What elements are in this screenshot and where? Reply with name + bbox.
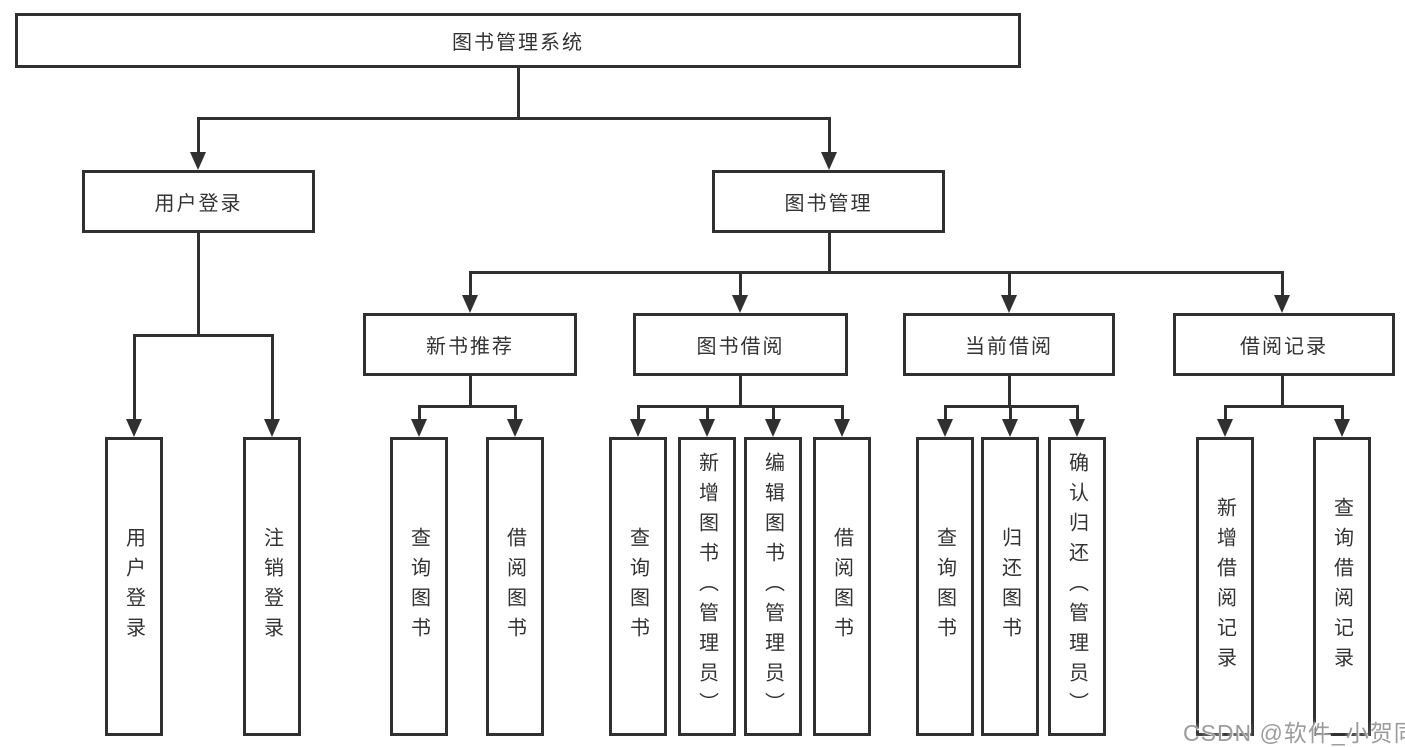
connector-arrowhead — [1069, 419, 1085, 437]
connector-line — [1008, 271, 1011, 297]
node-user-login: 用户登录 — [82, 170, 315, 233]
connector-arrowhead — [126, 419, 142, 437]
node-current-borrow: 当前借阅 — [903, 313, 1115, 376]
connector-line — [271, 334, 274, 420]
connector-arrowhead — [937, 419, 953, 437]
connector-line — [706, 405, 709, 421]
leaf-user-login: 用户登录 — [105, 437, 163, 736]
connector-line — [517, 68, 520, 118]
leaf-query-books-current: 查询图书 — [916, 437, 974, 736]
leaf-edit-book-admin: 编辑图书（管理员） — [744, 437, 802, 736]
connector-arrowhead — [1001, 295, 1017, 313]
leaf-return-book: 归还图书 — [981, 437, 1039, 736]
connector-line — [841, 405, 844, 421]
node-new-book-recommend: 新书推荐 — [363, 313, 577, 376]
connector-arrowhead — [1217, 419, 1233, 437]
connector-line — [197, 117, 831, 120]
connector-line — [469, 271, 1283, 274]
connector-line — [1224, 405, 1227, 421]
connector-line — [133, 334, 274, 337]
connector-line — [469, 376, 472, 407]
leaf-borrow-books: 借阅图书 — [813, 437, 871, 736]
leaf-confirm-return-admin: 确认归还（管理员） — [1048, 437, 1106, 736]
connector-arrowhead — [765, 419, 781, 437]
connector-line — [1281, 271, 1284, 297]
connector-arrowhead — [1274, 295, 1290, 313]
node-book-borrow: 图书借阅 — [633, 313, 848, 376]
connector-line — [197, 233, 200, 336]
connector-arrowhead — [462, 295, 478, 313]
connector-line — [739, 376, 742, 407]
connector-line — [828, 233, 831, 274]
connector-line — [418, 405, 421, 421]
connector-arrowhead — [834, 419, 850, 437]
connector-line — [772, 405, 775, 421]
connector-arrowhead — [699, 419, 715, 437]
connector-line — [739, 271, 742, 297]
leaf-borrow-books-recommend: 借阅图书 — [486, 437, 544, 736]
connector-arrowhead — [264, 419, 280, 437]
leaf-query-books-borrow: 查询图书 — [609, 437, 667, 736]
leaf-add-book-admin: 新增图书（管理员） — [678, 437, 736, 736]
connector-line — [1281, 376, 1284, 407]
leaf-logout: 注销登录 — [243, 437, 301, 736]
node-library-system: 图书管理系统 — [15, 13, 1021, 68]
connector-arrowhead — [1334, 419, 1350, 437]
connector-line — [944, 405, 947, 421]
csdn-watermark: CSDN @软件_小贺同学 — [1183, 720, 1405, 746]
connector-line — [133, 334, 136, 420]
connector-line — [469, 271, 472, 297]
node-book-management: 图书管理 — [712, 170, 945, 233]
connector-arrowhead — [1002, 419, 1018, 437]
connector-arrowhead — [630, 419, 646, 437]
node-borrow-records: 借阅记录 — [1173, 313, 1395, 376]
connector-line — [1076, 405, 1079, 421]
connector-arrowhead — [732, 295, 748, 313]
connector-arrowhead — [411, 419, 427, 437]
connector-line — [637, 405, 844, 408]
connector-line — [418, 405, 517, 408]
connector-line — [637, 405, 640, 421]
connector-line — [197, 117, 200, 153]
connector-arrowhead — [507, 419, 523, 437]
connector-arrowhead — [190, 152, 206, 170]
connector-line — [514, 405, 517, 421]
connector-line — [828, 117, 831, 153]
leaf-query-books-recommend: 查询图书 — [390, 437, 448, 736]
connector-line — [1008, 376, 1011, 407]
connector-arrowhead — [821, 152, 837, 170]
connector-line — [1224, 405, 1344, 408]
leaf-query-borrow-record: 查询借阅记录 — [1313, 437, 1371, 736]
leaf-add-borrow-record: 新增借阅记录 — [1196, 437, 1254, 736]
connector-line — [1009, 405, 1012, 421]
connector-line — [1341, 405, 1344, 421]
